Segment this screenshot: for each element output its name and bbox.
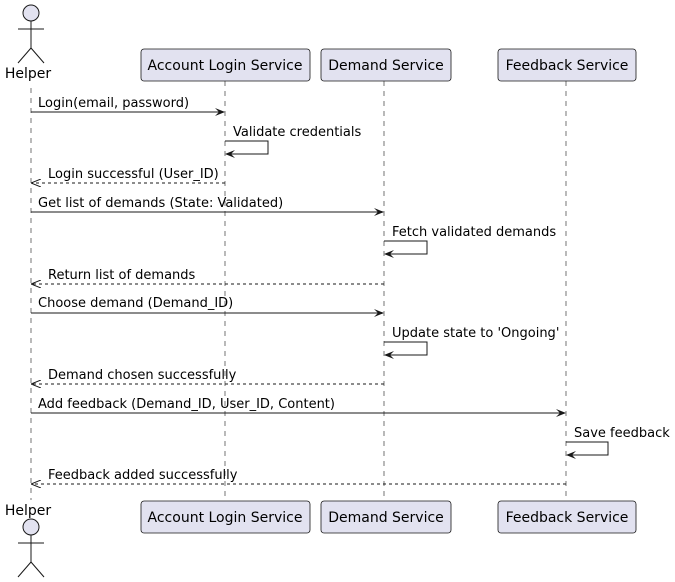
message-save-feedback: Save feedback — [566, 426, 670, 459]
participant-feedback-service-top: Feedback Service — [497, 48, 637, 82]
actor-label-top: Helper — [5, 66, 52, 82]
participant-demand-service-top: Demand Service — [320, 48, 452, 82]
message-return-demands: Return list of demands — [32, 268, 384, 284]
stick-figure-actor-icon — [17, 4, 45, 64]
lifelines — [30, 81, 567, 500]
message-choose-demand: Choose demand (Demand_ID) — [31, 296, 384, 317]
message-label: Validate credentials — [233, 125, 362, 140]
message-label: Add feedback (Demand_ID, User_ID, Conten… — [38, 397, 335, 412]
message-demand-chosen: Demand chosen successfully — [32, 368, 384, 384]
participant-account-login-service-bottom: Account Login Service — [140, 500, 311, 534]
participant-account-login-service-top: Account Login Service — [140, 48, 311, 82]
message-label: Save feedback — [574, 426, 670, 441]
participant-label: Account Login Service — [148, 510, 303, 526]
participant-label: Demand Service — [328, 58, 444, 74]
messages: Login(email, password) Validate credenti… — [31, 96, 670, 484]
actor-helper-bottom: Helper — [5, 503, 52, 578]
message-label: Demand chosen successfully — [48, 368, 237, 383]
participant-feedback-service-bottom: Feedback Service — [497, 500, 637, 534]
message-label: Feedback added successfully — [48, 468, 238, 483]
participant-label: Feedback Service — [506, 510, 629, 526]
message-add-feedback: Add feedback (Demand_ID, User_ID, Conten… — [31, 397, 566, 417]
message-update-state: Update state to 'Ongoing' — [384, 326, 559, 359]
participant-label: Demand Service — [328, 510, 444, 526]
message-get-demands: Get list of demands (State: Validated) — [31, 196, 384, 216]
participant-label: Feedback Service — [506, 58, 629, 74]
participant-label: Account Login Service — [148, 58, 303, 74]
participant-demand-service-bottom: Demand Service — [320, 500, 452, 534]
stick-figure-actor-icon — [17, 518, 45, 578]
message-validate-credentials: Validate credentials — [225, 125, 362, 158]
message-label: Update state to 'Ongoing' — [392, 326, 559, 341]
message-feedback-added: Feedback added successfully — [32, 468, 566, 484]
message-label: Choose demand (Demand_ID) — [38, 296, 233, 311]
message-label: Fetch validated demands — [392, 225, 556, 240]
message-label: Login successful (User_ID) — [48, 167, 219, 182]
message-label: Get list of demands (State: Validated) — [38, 196, 283, 211]
message-fetch-validated-demands: Fetch validated demands — [384, 225, 556, 258]
message-label: Return list of demands — [48, 268, 196, 283]
message-label: Login(email, password) — [38, 96, 189, 111]
message-login-request: Login(email, password) — [31, 96, 225, 116]
message-login-successful: Login successful (User_ID) — [32, 167, 225, 183]
actor-helper-top: Helper — [5, 4, 52, 82]
actor-label-bottom: Helper — [5, 503, 52, 519]
